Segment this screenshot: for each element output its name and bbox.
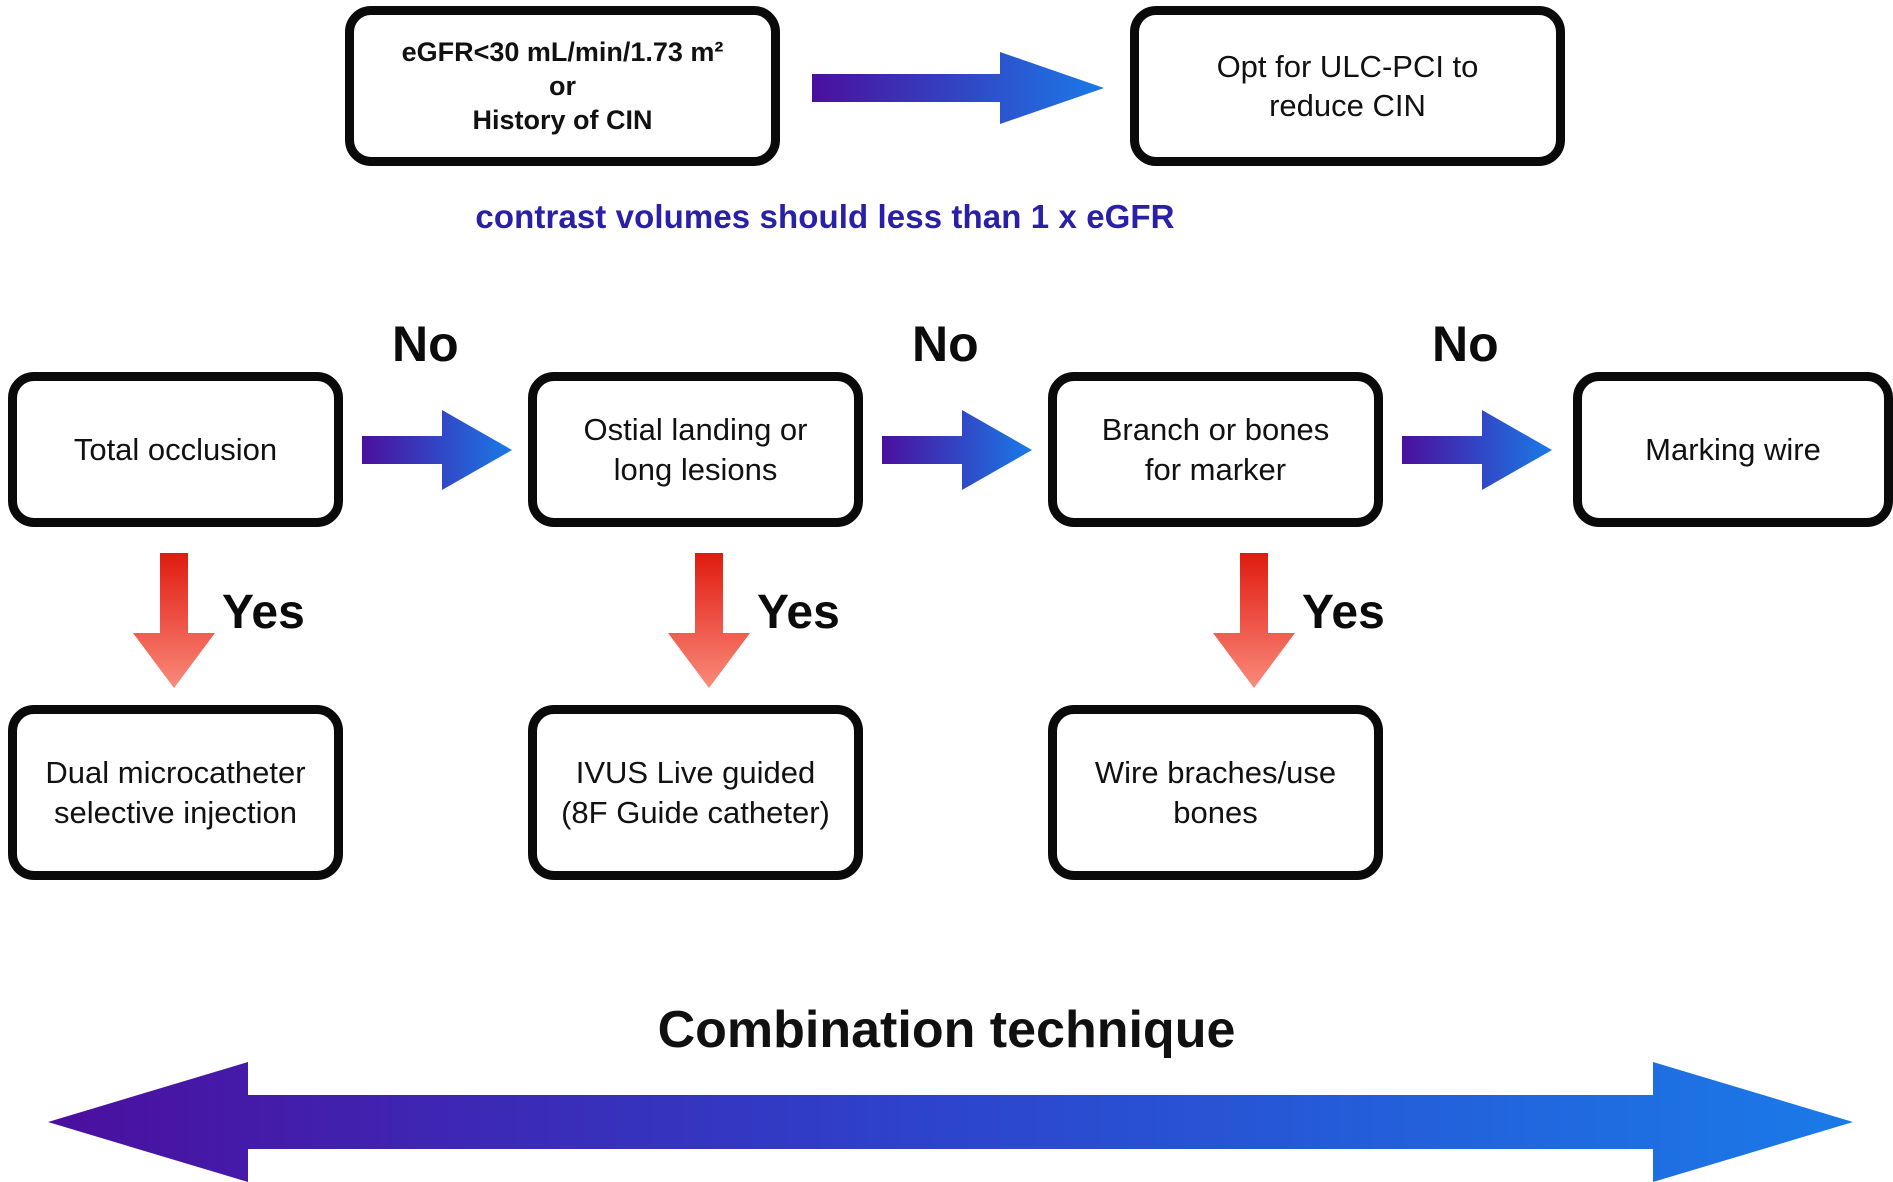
node-branch-or-bones-line-1: Branch or bones [1101,412,1330,448]
combination-technique-title: Combination technique [657,1001,1236,1059]
edge-label-no-3: No [1432,316,1499,372]
arrow-right-icon-1 [362,410,512,490]
arrow-right-icon-3 [1402,410,1552,490]
node-marking-wire-line-1: Marking wire [1645,431,1821,467]
arrow-right-icon-2 [882,410,1032,490]
edge-label-no-2: No [912,316,979,372]
node-ostial-landing-line-1: Ostial landing or [583,412,808,448]
node-opt-ulcpci-line-1: Opt for ULC-PCI to [1216,48,1479,84]
arrow-down-icon-2 [668,553,750,688]
arrow-right-icon-top [812,52,1104,124]
node-total-occlusion-line-1: Total occlusion [73,431,278,467]
node-wire-braches: Wire braches/use bones [1048,705,1383,880]
node-egfr-line-3: History of CIN [472,105,653,135]
node-wire-braches-line-1: Wire braches/use [1094,755,1337,791]
node-total-occlusion: Total occlusion [8,372,343,527]
edge-label-no-1: No [392,316,459,372]
edge-label-yes-1: Yes [222,586,305,639]
node-branch-or-bones-line-2: for marker [1144,451,1287,487]
node-ivus-live-guided-line-1: IVUS Live guided [575,755,816,791]
node-opt-ulcpci: Opt for ULC-PCI to reduce CIN [1130,6,1565,166]
node-opt-ulcpci-line-2: reduce CIN [1269,88,1426,123]
edge-label-yes-3: Yes [1302,586,1385,639]
arrow-bidirectional-icon [48,1062,1853,1182]
node-ivus-live-guided: IVUS Live guided (8F Guide catheter) [528,705,863,880]
node-dual-microcatheter-line-1: Dual microcatheter [45,755,306,791]
node-dual-microcatheter: Dual microcatheter selective injection [8,705,343,880]
node-egfr-line-1: eGFR<30 mL/min/1.73 m² [401,36,724,67]
contrast-volume-caption: contrast volumes should less than 1 x eG… [475,198,1175,235]
edge-label-yes-2: Yes [757,586,840,639]
node-wire-braches-line-2: bones [1173,794,1258,830]
node-dual-microcatheter-line-2: selective injection [54,794,297,830]
node-egfr-condition: eGFR<30 mL/min/1.73 m² or History of CIN [345,6,780,166]
node-ostial-landing: Ostial landing or long lesions [528,372,863,527]
node-ivus-live-guided-line-2: (8F Guide catheter) [561,794,830,830]
arrow-down-icon-1 [133,553,215,688]
node-ostial-landing-line-2: long lesions [613,451,778,487]
node-branch-or-bones: Branch or bones for marker [1048,372,1383,527]
node-marking-wire: Marking wire [1573,372,1893,527]
arrow-down-icon-3 [1213,553,1295,688]
node-egfr-line-2: or [549,70,576,101]
